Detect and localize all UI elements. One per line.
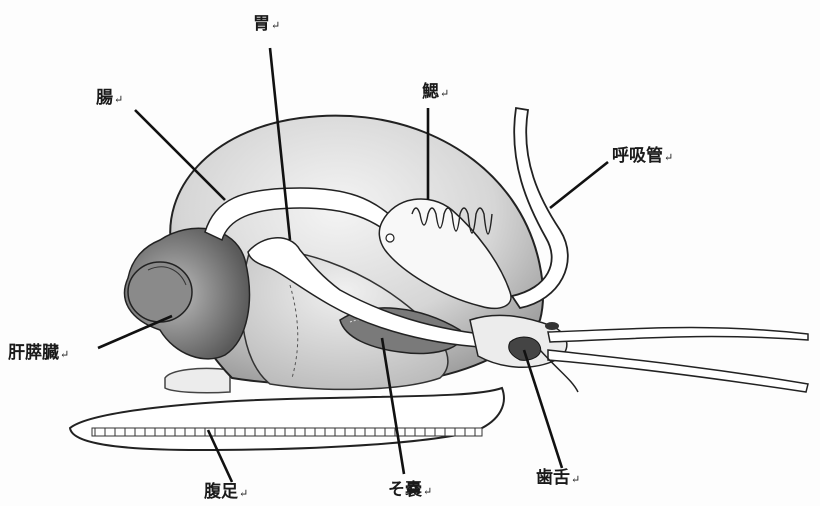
eye — [545, 322, 559, 330]
label-stomach: 胃↵ — [253, 16, 280, 33]
leader-siphon — [550, 162, 608, 208]
label-hepatopancreas: 肝膵臓↵ — [8, 345, 69, 362]
label-foot: 腹足↵ — [204, 484, 248, 501]
foot-shape — [70, 388, 504, 450]
tentacle-lower — [548, 350, 808, 392]
tentacle-upper — [548, 328, 808, 342]
label-gill: 鰓↵ — [422, 84, 449, 101]
label-crop: そ嚢↵ — [388, 482, 432, 499]
label-siphon: 呼吸管↵ — [612, 148, 673, 165]
foot-dashed-band — [92, 428, 482, 436]
label-radula: 歯舌↵ — [536, 470, 580, 487]
label-intestine: 腸↵ — [96, 90, 123, 107]
